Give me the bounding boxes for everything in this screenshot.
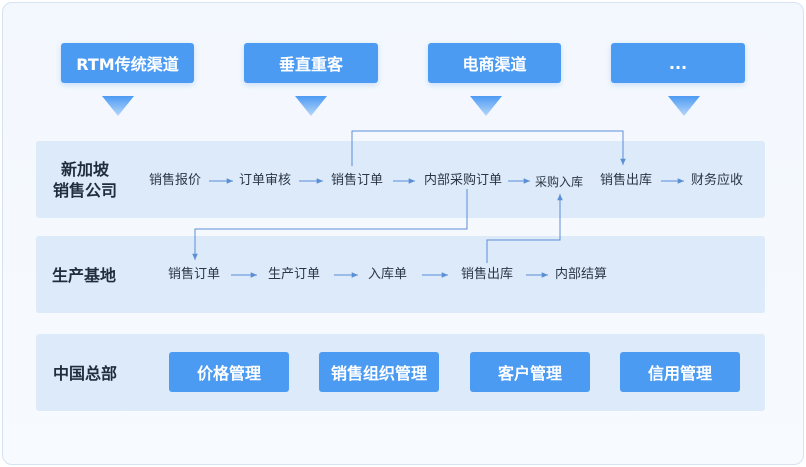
credit-management-button[interactable]: 信用管理	[620, 352, 740, 392]
band-singapore	[36, 141, 765, 218]
customer-management-button[interactable]: 客户管理	[470, 352, 590, 392]
arrow-po-to-production	[192, 189, 468, 260]
pb-step-internal-settlement: 内部结算	[555, 267, 608, 282]
sg-step-sales-quote: 销售报价	[149, 173, 202, 188]
down-arrow-icon	[295, 96, 327, 116]
price-management-button[interactable]: 价格管理	[169, 352, 289, 392]
singapore-label-line2: 销售公司	[53, 181, 118, 200]
sg-step-sales-outbound: 销售出库	[600, 173, 653, 188]
pb-step-receipt: 入库单	[368, 267, 408, 282]
sg-step-internal-po: 内部采购订单	[424, 173, 503, 188]
sg-step-sales-order: 销售订单	[331, 173, 384, 188]
pb-step-production-order: 生产订单	[268, 267, 321, 282]
band-production	[36, 236, 765, 313]
channel-vertical-key-accounts: 垂直重客	[244, 43, 378, 83]
sales-org-management-button[interactable]: 销售组织管理	[319, 352, 439, 392]
channel-more: ...	[611, 43, 745, 83]
production-label: 生产基地	[52, 266, 117, 285]
sg-step-ar: 财务应收	[691, 173, 744, 188]
down-arrow-icon	[470, 96, 502, 116]
channel-rtm: RTM传统渠道	[61, 43, 194, 83]
pb-step-sales-order: 销售订单	[168, 267, 221, 282]
arrow-so-to-outbound	[351, 130, 626, 166]
sg-step-order-review: 订单审核	[239, 173, 292, 188]
down-arrow-icon	[668, 96, 700, 116]
sg-step-purchase-receipt: 采购入库	[535, 175, 584, 189]
singapore-label-line1: 新加坡	[61, 160, 110, 179]
headquarters-label: 中国总部	[53, 364, 118, 383]
down-arrow-icon	[102, 96, 134, 116]
arrow-outbound-to-receipt	[486, 194, 563, 263]
pb-step-sales-outbound: 销售出库	[461, 267, 514, 282]
channel-ecommerce: 电商渠道	[428, 43, 561, 83]
